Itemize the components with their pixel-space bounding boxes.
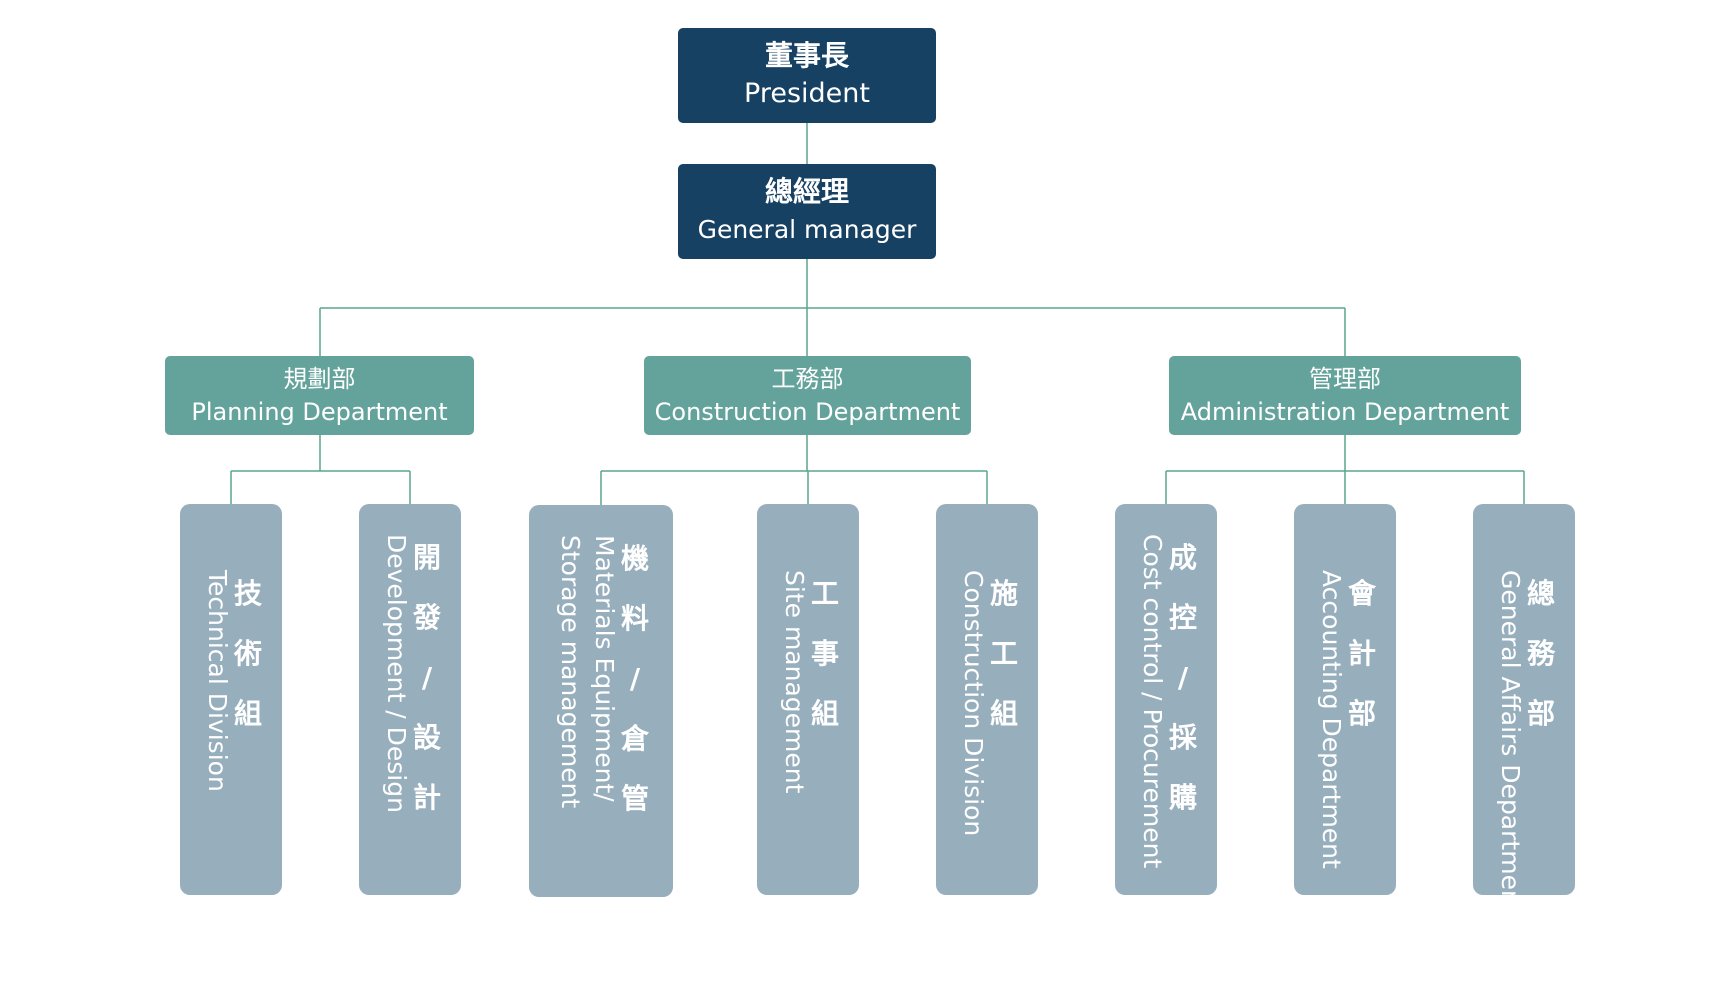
- planning-department-zh: 規劃部: [283, 364, 356, 393]
- site-management-division-node: 工 事 組 Site management: [757, 504, 859, 895]
- general-manager-node: 總經理 General manager: [678, 164, 936, 259]
- char: 組: [989, 697, 1018, 730]
- char: 部: [1347, 697, 1376, 730]
- char: 計: [1347, 637, 1376, 670]
- char: 組: [810, 697, 839, 730]
- accounting-department-node: 會 計 部 Accounting Department: [1294, 504, 1396, 895]
- char: /: [629, 662, 641, 695]
- char: 務: [1526, 637, 1555, 670]
- development-design-zh: 開 發 / 設 計: [413, 528, 441, 828]
- president-title-zh: 董事長: [764, 38, 849, 72]
- cost-control-procurement-zh: 成 控 / 採 購: [1169, 528, 1197, 828]
- storage-management-en: Storage management: [555, 535, 585, 809]
- char: 購: [1168, 781, 1197, 814]
- char: 開: [412, 541, 441, 574]
- char: 發: [412, 601, 441, 634]
- technical-division-node: 技 術 組 Technical Division: [180, 504, 282, 895]
- materials-equipment-en: Materials Equipment/: [589, 535, 619, 802]
- cost-control-procurement-en: Cost control / Procurement: [1137, 534, 1167, 869]
- char: 事: [810, 637, 839, 670]
- construction-division-en: Construction Division: [958, 570, 988, 837]
- char: 技: [233, 577, 262, 610]
- general-affairs-department-node: 總 務 部 General Affairs Department: [1473, 504, 1575, 916]
- char: 計: [412, 781, 441, 814]
- char: 術: [233, 637, 262, 670]
- development-design-en: Development / Design: [381, 534, 411, 813]
- char: 組: [233, 697, 262, 730]
- char: 採: [1168, 721, 1197, 754]
- president-node: 董事長 President: [678, 28, 936, 123]
- char: 控: [1168, 601, 1197, 634]
- accounting-department-zh: 會 計 部: [1348, 564, 1376, 744]
- char: 總: [1526, 577, 1555, 610]
- char: 工: [810, 577, 839, 610]
- site-management-en: Site management: [779, 570, 809, 794]
- site-management-zh: 工 事 組: [811, 564, 839, 744]
- general-affairs-department-zh: 總 務 部: [1527, 564, 1555, 744]
- general-affairs-department-en: General Affairs Department: [1495, 570, 1525, 916]
- administration-department-en: Administration Department: [1180, 397, 1510, 426]
- char: 倉: [620, 722, 649, 755]
- char: 成: [1168, 541, 1197, 574]
- planning-department-en: Planning Department: [191, 397, 448, 426]
- char: 部: [1526, 697, 1555, 730]
- char: 施: [989, 577, 1018, 610]
- char: 設: [412, 721, 441, 754]
- technical-division-en: Technical Division: [202, 570, 232, 792]
- accounting-department-en: Accounting Department: [1316, 570, 1346, 869]
- char: 料: [620, 602, 649, 635]
- construction-department-node: 工務部 Construction Department: [644, 356, 971, 435]
- char: /: [421, 661, 433, 694]
- char: 管: [620, 782, 649, 815]
- general-manager-title-zh: 總經理: [764, 174, 849, 208]
- construction-department-zh: 工務部: [771, 364, 844, 393]
- president-title-en: President: [744, 77, 870, 109]
- development-design-division-node: 開 發 / 設 計 Development / Design: [359, 504, 461, 895]
- materials-storage-division-node: 機 料 / 倉 管 Materials Equipment/ Storage m…: [529, 505, 673, 897]
- materials-storage-zh: 機 料 / 倉 管: [621, 529, 649, 829]
- char: 會: [1347, 577, 1376, 610]
- construction-division-zh: 施 工 組: [990, 564, 1018, 744]
- technical-division-zh: 技 術 組: [234, 564, 262, 744]
- cost-control-procurement-node: 成 控 / 採 購 Cost control / Procurement: [1115, 504, 1217, 895]
- char: /: [1177, 661, 1189, 694]
- administration-department-node: 管理部 Administration Department: [1169, 356, 1521, 435]
- general-manager-title-en: General manager: [697, 214, 917, 244]
- planning-department-node: 規劃部 Planning Department: [165, 356, 474, 435]
- char: 工: [989, 637, 1018, 670]
- construction-department-en: Construction Department: [654, 397, 961, 426]
- construction-division-node: 施 工 組 Construction Division: [936, 504, 1038, 895]
- char: 機: [620, 542, 649, 575]
- administration-department-zh: 管理部: [1309, 364, 1381, 393]
